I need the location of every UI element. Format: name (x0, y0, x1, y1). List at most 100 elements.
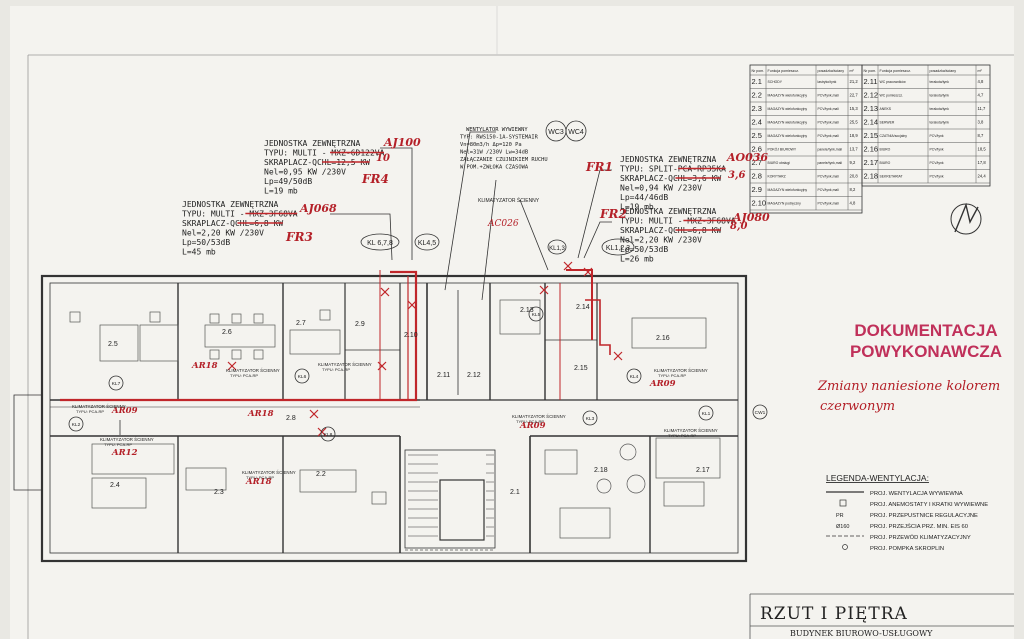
unit-circle (752, 404, 768, 420)
table-cell-area: 18,9 (850, 133, 859, 138)
unit-circle-label: KL7 (112, 381, 121, 387)
legend-item: PROJ. PRZEJŚCIA PRZ. MIN. EIS 60 (870, 522, 968, 530)
unit-circle (582, 410, 598, 426)
room-number: 2.7 (296, 320, 306, 327)
svg-text:czerwonym: czerwonym (820, 399, 895, 414)
table-cell-number: 2.17 (864, 158, 879, 167)
table-cell-number: 2.4 (752, 118, 762, 127)
table-cell-area: 22,7 (850, 93, 859, 98)
fan-line: W POM.+ZWŁOKA CZASOWA (460, 165, 529, 171)
klim-label: KLIMATYZATOR ŚCIENNY (242, 470, 296, 475)
klim-type: TYPU: PCA-RP (104, 442, 132, 447)
unit-circle-label: KL5 (532, 312, 541, 318)
legend-item: PROJ. WENTYLACJA WYWIEWNA (870, 491, 963, 497)
legend-symbol: Ø160 (836, 524, 849, 530)
unit-tag-kl13: KL1,3 (547, 239, 567, 255)
red-fix: AR18 (245, 477, 272, 487)
table-cell-function: SERWER (880, 121, 895, 125)
red-piping (60, 261, 623, 437)
callout-line: Lp=50/53dB (182, 238, 230, 247)
table-cell-area: 3,8 (978, 120, 984, 125)
fr-tag: FR2 (599, 207, 627, 221)
table-cell-area: 9,2 (850, 160, 856, 165)
indoor-unit-labels: KLIMATYZATOR ŚCIENNY TYPU: PCA-RP KLIMATYZ… (72, 362, 718, 480)
svg-text:KL4,5: KL4,5 (418, 240, 436, 247)
table-header: Nr pom. (864, 69, 877, 73)
callout-line: Nel=0,95 KW /230V (264, 168, 346, 177)
table-cell-floor: PCV/tynk,mali (818, 188, 840, 192)
svg-text:WC4: WC4 (568, 129, 584, 136)
legend-title: LEGENDA-WENTYLACJA: (826, 473, 929, 483)
red-fix: AR18 (247, 409, 274, 419)
table-cell-floor: terakota/tynk (930, 80, 950, 84)
svg-text:WC3: WC3 (548, 129, 564, 136)
table-cell-number: 2.11 (864, 77, 878, 86)
table-header: Funkcja pomieszcz. (768, 69, 800, 73)
table-cell-number: 2.16 (864, 145, 879, 154)
room-number: 2.12 (467, 372, 481, 379)
room-number: 2.14 (576, 304, 590, 311)
leader-lines (119, 131, 612, 435)
table-cell-area: 4,7 (978, 93, 984, 98)
unit-tag-kl678: KL 6,7,8 (360, 233, 400, 251)
table-cell-floor: terakota/tynk (930, 107, 950, 111)
table-header: posadzka/ściany (930, 69, 957, 73)
room-number: 2.16 (656, 335, 670, 342)
table-cell-area: 20,8 (850, 174, 859, 179)
legend-item: PROJ. ANEMOSTATY I KRATKI WYWIEWNE (870, 502, 988, 508)
table-cell-area: 4,8 (978, 79, 984, 84)
table-cell-number: 2.7 (752, 158, 762, 167)
fan-line: TYP: RWS150-1A-SYSTEMAIR (460, 135, 539, 141)
unit-circle-label: KL1 (702, 411, 711, 417)
drawing-title: RZUT I PIĘTRA (760, 604, 908, 624)
table-cell-area: 21,2 (850, 79, 859, 84)
table-cell-area: 11,7 (978, 106, 987, 111)
fan-line: Vn=80m3/h Δp=120 Pa (460, 142, 522, 148)
callout-line: SKRAPLACZ-QCHL=12,5 KW (264, 158, 370, 167)
unit-circle (68, 416, 84, 432)
furniture (69, 299, 721, 551)
table-cell-area: 8,7 (978, 133, 984, 138)
fix-fan-unit: AC026 (487, 219, 519, 229)
klim-type: TYPU: PCA-RP (658, 373, 686, 378)
north-arrow-icon (950, 202, 982, 235)
unit-circle-label: KL2 (72, 422, 81, 428)
table-cell-area: 15,3 (850, 106, 859, 111)
table-cell-function: BIURO (880, 148, 891, 152)
callout-line: JEDNOSTKA ZEWNĘTRZNA (620, 155, 717, 164)
table-cell-function: MAGAZYN podręczny (768, 202, 802, 206)
table-cell-floor: PCV/tynk,mali (818, 202, 840, 206)
room-number: 2.15 (574, 365, 588, 372)
fix-model: AJ068 (299, 202, 337, 215)
legend-item: PROJ. POMPKA SKROPLIN (870, 546, 944, 552)
table-cell-function: MAGAZYN wielofunkcyjny (768, 188, 808, 192)
callout-line: L=45 mb (182, 248, 216, 257)
table-cell-floor: terakota/tynk (930, 121, 950, 125)
fix-capacity: 3,6 (728, 170, 745, 181)
svg-text:KL 6,7,8: KL 6,7,8 (367, 240, 393, 247)
callout-line: SKRAPLACZ-QCHL=6,8 KW (620, 226, 721, 235)
table-cell-function: MAGAZYN wielofunkcyjny (768, 107, 808, 111)
table-header: Funkcja pomieszcz. (880, 69, 912, 73)
red-fix: AR12 (111, 448, 138, 458)
room-number: 2.8 (286, 415, 296, 422)
fr-tag: FR1 (585, 160, 613, 174)
klim-label: KLIMATYZATOR ŚCIENNY (72, 404, 126, 409)
table-header: m² (850, 69, 855, 73)
table-cell-number: 2.10 (752, 199, 767, 208)
callout-line: Nel=2,20 KW /230V (182, 229, 264, 238)
table-cell-number: 2.1 (752, 77, 762, 86)
unit-circle-label: KL3 (586, 416, 595, 422)
legend-item: PROJ. PRZEPUSTNICE REGULACYJNE (870, 513, 978, 519)
red-fix: AR09 (519, 421, 546, 431)
room-number: 2.13 (520, 307, 534, 314)
unit-circle (528, 306, 544, 322)
table-cell-number: 2.5 (752, 131, 762, 140)
